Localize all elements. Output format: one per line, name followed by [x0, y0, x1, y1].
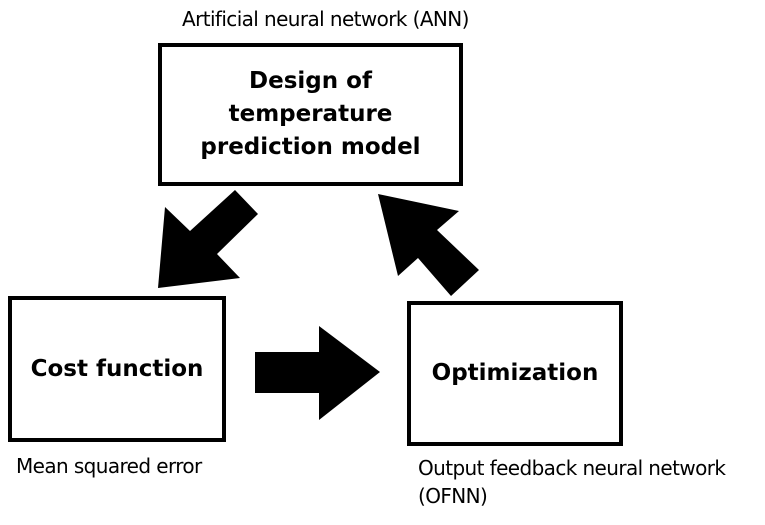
- design-model-label: Design of temperature prediction model: [200, 65, 420, 164]
- optimization-label: Optimization: [431, 360, 599, 386]
- cost-function-box: Cost function: [8, 296, 226, 442]
- ofnn-caption: Output feedback neural network (OFNN): [418, 454, 758, 510]
- ann-caption: Artificial neural network (ANN): [182, 7, 469, 31]
- arrow-cost-to-opt: [255, 326, 380, 420]
- design-model-label-line: temperature: [228, 101, 393, 127]
- mse-caption: Mean squared error: [16, 454, 202, 478]
- ofnn-caption-line: (OFNN): [418, 484, 488, 508]
- arrow-design-to-cost: [158, 190, 258, 288]
- design-model-label-line: prediction model: [200, 134, 421, 160]
- ofnn-caption-line: Output feedback neural network: [418, 456, 726, 480]
- design-model-box: Design of temperature prediction model: [158, 43, 463, 186]
- design-model-label-line: Design of: [249, 68, 372, 94]
- cost-function-label: Cost function: [30, 355, 204, 382]
- optimization-box: Optimization: [407, 301, 623, 446]
- arrow-opt-to-design: [378, 194, 479, 296]
